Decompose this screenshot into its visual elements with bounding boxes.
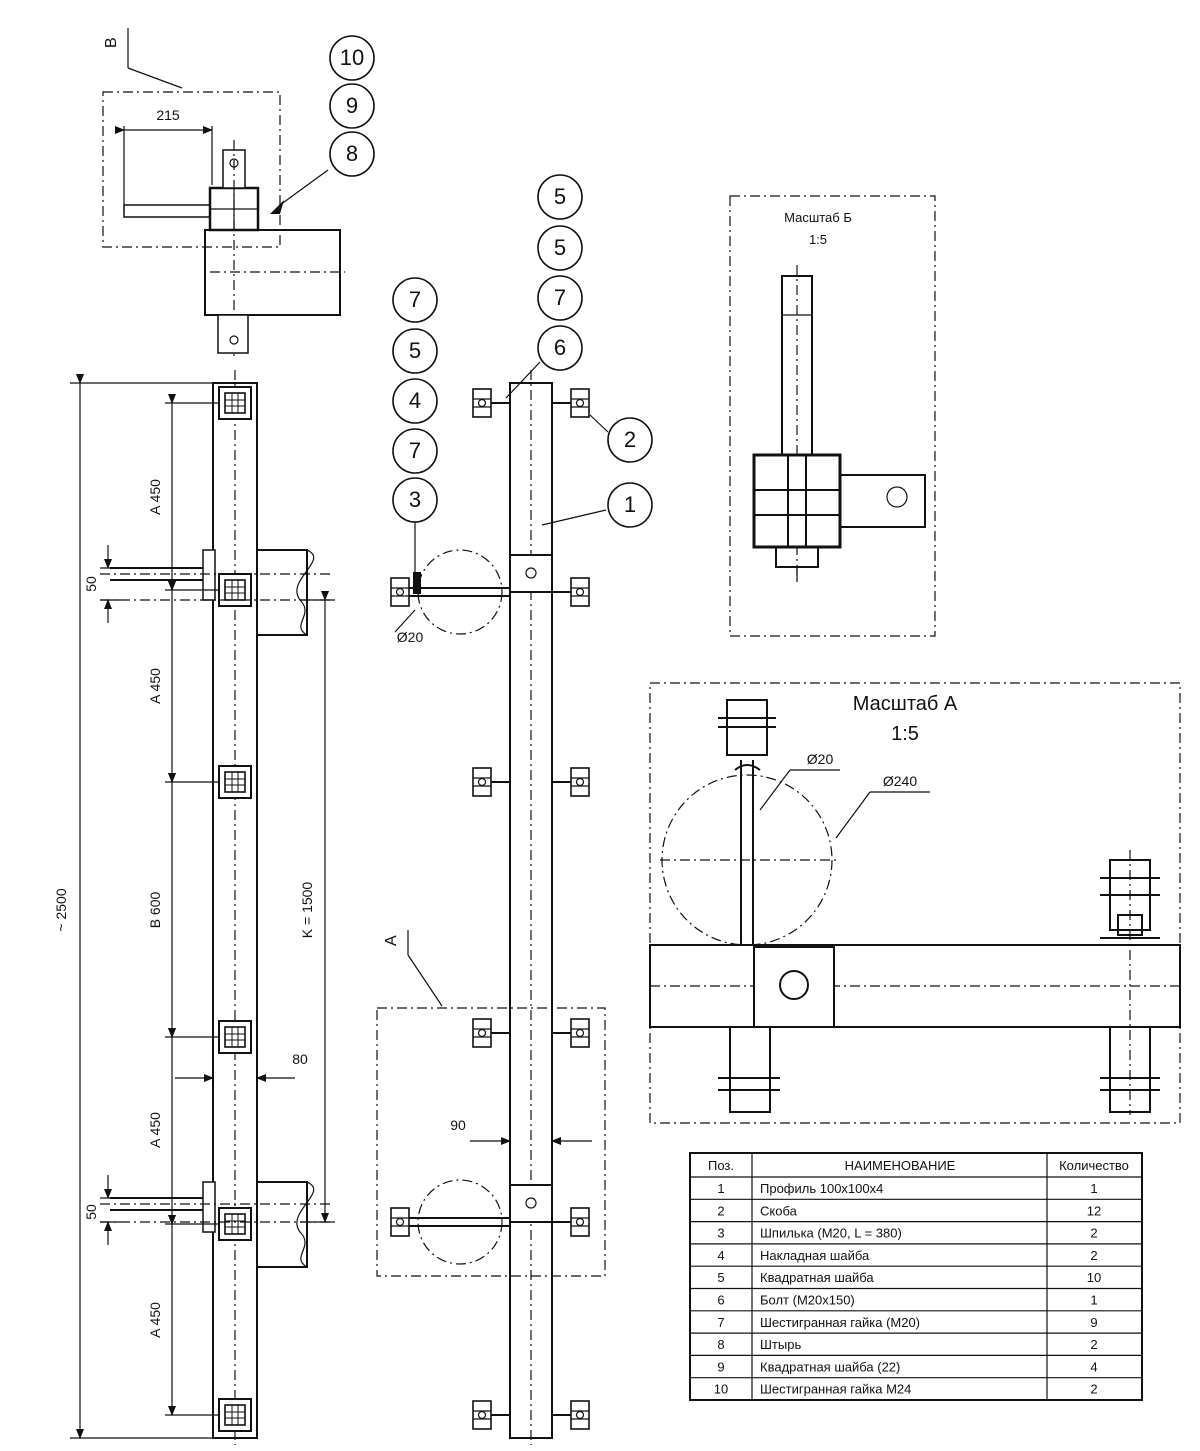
dim-k1500: K = 1500: [299, 882, 315, 939]
dim-phi240: Ø240: [883, 773, 917, 789]
table-cell-qty: 1: [1090, 1181, 1097, 1196]
dim-phi20-middle: Ø20: [397, 629, 424, 645]
table-cell-name: Штырь: [760, 1337, 801, 1352]
view-b-label: B: [103, 37, 120, 48]
table-header-pos: Поз.: [708, 1158, 734, 1173]
table-cell-pos: 9: [717, 1359, 724, 1374]
dim-phi20-scale-a: Ø20: [807, 751, 834, 767]
dim-50-upper: 50: [83, 576, 99, 592]
table-cell-pos: 1: [717, 1181, 724, 1196]
table-cell-name: Шестигранная гайка (М20): [760, 1315, 920, 1330]
table-cell-name: Квадратная шайба: [760, 1270, 874, 1285]
table-cell-qty: 2: [1090, 1382, 1097, 1397]
dim-a450-2: A 450: [147, 668, 163, 704]
table-cell-pos: 2: [717, 1203, 724, 1218]
balloon-5-a: 5: [554, 184, 566, 209]
table-cell-pos: 6: [717, 1293, 724, 1308]
dim-a450-4: A 450: [147, 1302, 163, 1338]
dim-a450-3: A 450: [147, 1112, 163, 1148]
balloon-5-b: 5: [554, 235, 566, 260]
balloon-5-c: 5: [409, 338, 421, 363]
scale-a-title: Масштаб A: [853, 693, 958, 715]
table-cell-pos: 10: [714, 1382, 728, 1397]
dim-b600: B 600: [147, 891, 163, 928]
table-cell-qty: 1: [1090, 1293, 1097, 1308]
table-cell-qty: 4: [1090, 1359, 1097, 1374]
balloon-10: 10: [340, 45, 364, 70]
table-header-qty: Количество: [1059, 1158, 1129, 1173]
balloon-1: 1: [624, 492, 636, 517]
table-cell-pos: 3: [717, 1226, 724, 1241]
table-cell-qty: 2: [1090, 1248, 1097, 1263]
table-cell-pos: 5: [717, 1270, 724, 1285]
balloon-8: 8: [346, 141, 358, 166]
balloon-7-c: 7: [554, 285, 566, 310]
table-cell-pos: 7: [717, 1315, 724, 1330]
table-header-name: НАИМЕНОВАНИЕ: [845, 1158, 956, 1173]
scale-a-ratio: 1:5: [891, 723, 919, 745]
scale-b-ratio: 1:5: [809, 232, 827, 247]
table-cell-name: Накладная шайба: [760, 1248, 870, 1263]
balloon-2: 2: [624, 427, 636, 452]
table-cell-name: Шпилька (М20, L = 380): [760, 1226, 902, 1241]
balloon-4: 4: [409, 388, 421, 413]
table-cell-qty: 2: [1090, 1337, 1097, 1352]
balloon-7-a: 7: [409, 287, 421, 312]
dim-215: 215: [156, 107, 180, 123]
balloon-6: 6: [554, 335, 566, 360]
table-cell-name: Профиль 100х100х4: [760, 1181, 883, 1196]
left-elevation-view: ~ 2500 A 450 A 450 B 600 A 450 A 450 50 …: [53, 370, 335, 1445]
detail-scale-b: Масштаб Б 1:5: [729, 195, 936, 637]
table-cell-qty: 10: [1087, 1270, 1101, 1285]
table-cell-qty: 12: [1087, 1203, 1101, 1218]
table-cell-pos: 8: [717, 1337, 724, 1352]
dim-a450-1: A 450: [147, 479, 163, 515]
table-cell-qty: 9: [1090, 1315, 1097, 1330]
middle-elevation-view: Ø20 A 90 5 5 7 6 7 5 4: [376, 174, 653, 1445]
table-cell-pos: 4: [717, 1248, 724, 1263]
table-cell-name: Скоба: [760, 1203, 798, 1218]
table-cell-name: Болт (М20х150): [760, 1293, 855, 1308]
dim-overall: ~ 2500: [53, 888, 69, 931]
view-b-detail: B 215 10 9 8: [102, 28, 375, 360]
dim-90: 90: [450, 1117, 466, 1133]
table-cell-name: Шестигранная гайка М24: [760, 1382, 911, 1397]
scale-b-title: Масштаб Б: [784, 210, 852, 225]
balloon-9: 9: [346, 93, 358, 118]
view-a-label: A: [383, 935, 400, 946]
balloon-3: 3: [409, 487, 421, 512]
dim-80: 80: [292, 1051, 308, 1067]
balloon-7-b: 7: [409, 438, 421, 463]
table-cell-qty: 2: [1090, 1226, 1097, 1241]
table-cell-name: Квадратная шайба (22): [760, 1359, 900, 1374]
detail-scale-a: Масштаб A 1:5 Ø20 Ø240: [649, 682, 1181, 1124]
dim-50-lower: 50: [83, 1204, 99, 1220]
